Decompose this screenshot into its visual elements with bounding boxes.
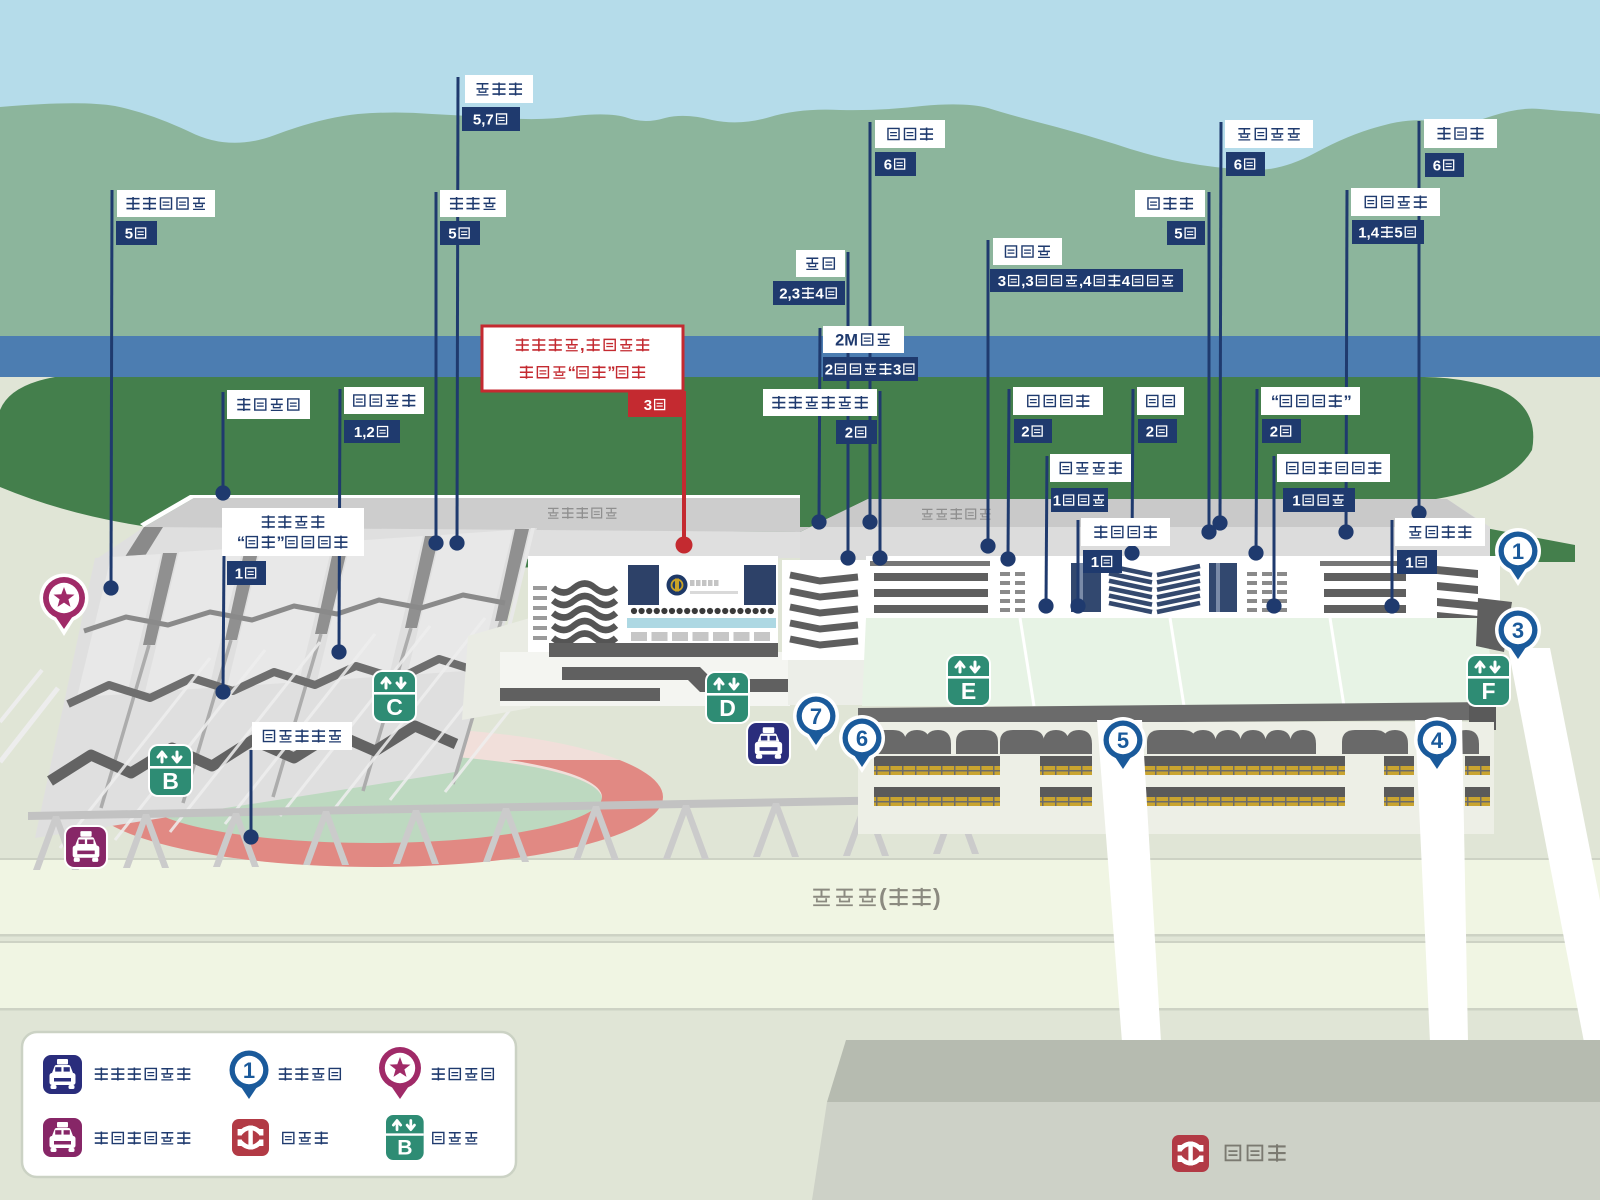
svg-text:“: “ bbox=[237, 534, 245, 552]
svg-text:1: 1 bbox=[243, 1058, 255, 1083]
svg-text:6: 6 bbox=[1234, 156, 1242, 173]
svg-text:2: 2 bbox=[845, 424, 853, 441]
svg-text:”: ” bbox=[1344, 393, 1352, 411]
svg-text:1: 1 bbox=[235, 565, 243, 582]
svg-text:5: 5 bbox=[1174, 225, 1182, 242]
svg-text:4: 4 bbox=[1431, 728, 1444, 753]
svg-text:F: F bbox=[1481, 678, 1495, 704]
svg-text:4: 4 bbox=[1122, 273, 1131, 290]
svg-text:5: 5 bbox=[1394, 224, 1402, 241]
svg-text:“: “ bbox=[568, 364, 576, 382]
svg-text:5,7: 5,7 bbox=[473, 111, 494, 128]
svg-text:,4: ,4 bbox=[1079, 273, 1092, 290]
svg-text:C: C bbox=[386, 694, 403, 720]
svg-text:1: 1 bbox=[1405, 554, 1413, 571]
svg-text:7: 7 bbox=[810, 704, 822, 729]
svg-text:2: 2 bbox=[825, 361, 833, 378]
svg-text:”: ” bbox=[607, 364, 615, 382]
svg-text:2: 2 bbox=[1021, 423, 1029, 440]
svg-text:6: 6 bbox=[856, 726, 868, 751]
svg-text:2: 2 bbox=[1146, 423, 1154, 440]
svg-text:E: E bbox=[961, 678, 976, 704]
svg-text:(: ( bbox=[879, 884, 887, 910]
svg-text:6: 6 bbox=[1433, 157, 1441, 174]
svg-text:): ) bbox=[933, 884, 941, 910]
svg-text:1,4: 1,4 bbox=[1358, 224, 1380, 241]
svg-text:1: 1 bbox=[1292, 492, 1300, 509]
svg-text:5: 5 bbox=[448, 225, 456, 242]
svg-text:3: 3 bbox=[1512, 618, 1524, 643]
svg-text:”: ” bbox=[277, 534, 285, 552]
svg-text:3: 3 bbox=[998, 273, 1006, 290]
svg-text:1,2: 1,2 bbox=[354, 424, 375, 441]
svg-text:2: 2 bbox=[1270, 423, 1278, 440]
svg-text:D: D bbox=[719, 695, 736, 721]
svg-text:,3: ,3 bbox=[1021, 273, 1034, 290]
svg-text:3: 3 bbox=[893, 361, 901, 378]
svg-text:1: 1 bbox=[1512, 539, 1524, 564]
svg-text:B: B bbox=[397, 1136, 412, 1159]
svg-text:,: , bbox=[580, 337, 585, 355]
svg-text:3: 3 bbox=[644, 397, 652, 414]
svg-text:2,3: 2,3 bbox=[779, 285, 800, 302]
svg-text:“: “ bbox=[1271, 393, 1279, 411]
svg-text:4: 4 bbox=[815, 285, 824, 302]
svg-text:1: 1 bbox=[1053, 492, 1061, 509]
svg-text:5: 5 bbox=[125, 225, 133, 242]
svg-text:6: 6 bbox=[884, 156, 892, 173]
svg-text:2M: 2M bbox=[835, 331, 858, 349]
svg-text:1: 1 bbox=[1091, 554, 1099, 571]
svg-text:5: 5 bbox=[1117, 728, 1129, 753]
svg-text:B: B bbox=[162, 768, 179, 794]
